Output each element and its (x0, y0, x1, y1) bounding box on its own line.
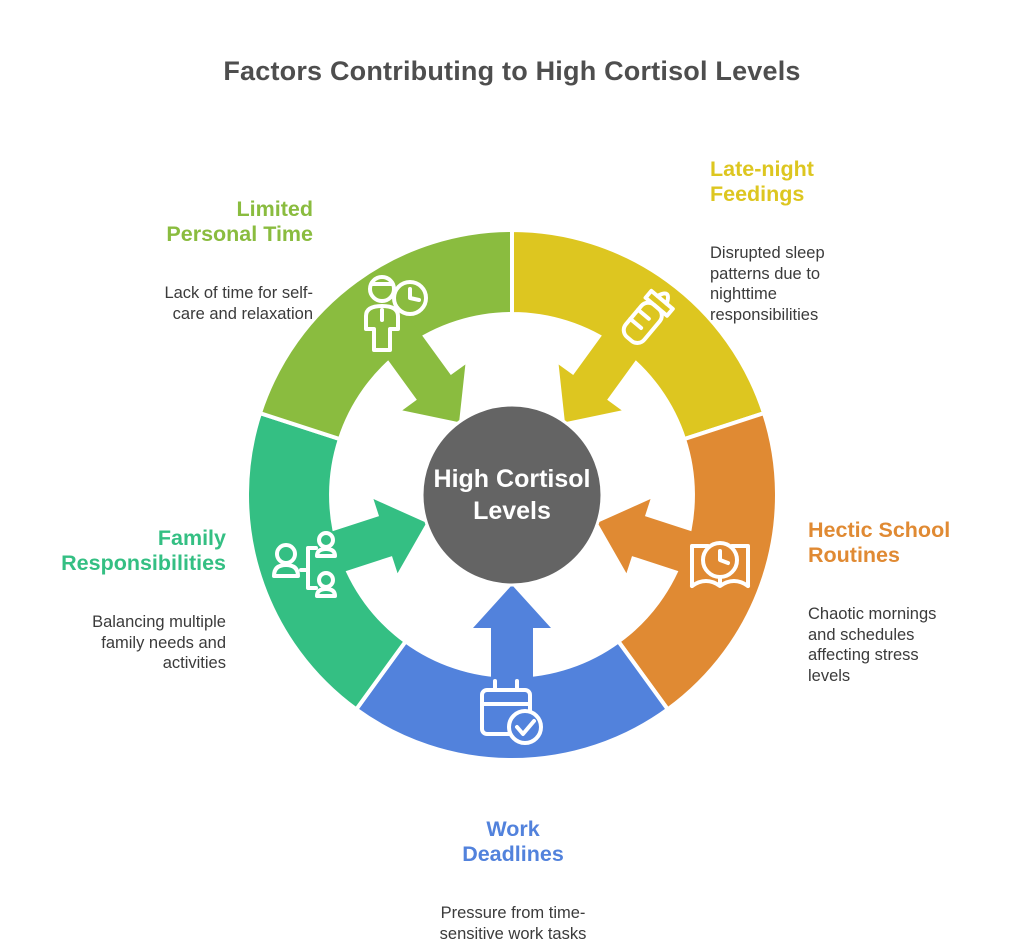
factor-block-hectic-school-routines: Hectic School Routines Chaotic mornings … (808, 500, 1018, 704)
center-circle (420, 403, 604, 587)
baby-bottle-icon (621, 288, 675, 345)
factor-description: Disrupted sleep patterns due to nighttim… (710, 244, 825, 324)
factor-description: Chaotic mornings and schedules affecting… (808, 605, 937, 685)
factor-description: Lack of time for self- care and relaxati… (164, 284, 313, 323)
factor-label: Late-night Feedings (710, 157, 814, 206)
factor-block-family-responsibilities: Family Responsibilities Balancing multip… (0, 508, 226, 692)
book-clock-icon (690, 541, 750, 588)
arrow-hectic-school-routines (597, 499, 714, 579)
factor-description: Balancing multiple family needs and acti… (92, 613, 226, 673)
factor-label: Limited Personal Time (166, 197, 313, 246)
arrow-family-responsibilities (310, 499, 427, 579)
factor-block-late-night-feedings: Late-night Feedings Disrupted sleep patt… (710, 139, 950, 343)
calendar-check-icon (480, 679, 543, 745)
family-tree-icon (272, 531, 337, 598)
arrow-late-night-feedings (558, 316, 650, 423)
person-clock-icon (364, 275, 428, 352)
factor-block-limited-personal-time: Limited Personal Time Lack of time for s… (43, 179, 313, 342)
arrow-work-deadlines (473, 585, 551, 700)
arrow-limited-personal-time (374, 316, 466, 423)
factor-block-work-deadlines: Work Deadlines Pressure from time- sensi… (362, 799, 664, 949)
center-label: High Cortisol Levels (433, 465, 591, 525)
factor-label: Hectic School Routines (808, 518, 951, 567)
factor-label: Family Responsibilities (61, 526, 226, 575)
page-title: Factors Contributing to High Cortisol Le… (223, 56, 801, 86)
factor-description: Pressure from time- sensitive work tasks (439, 904, 587, 943)
factor-label: Work Deadlines (462, 817, 564, 866)
